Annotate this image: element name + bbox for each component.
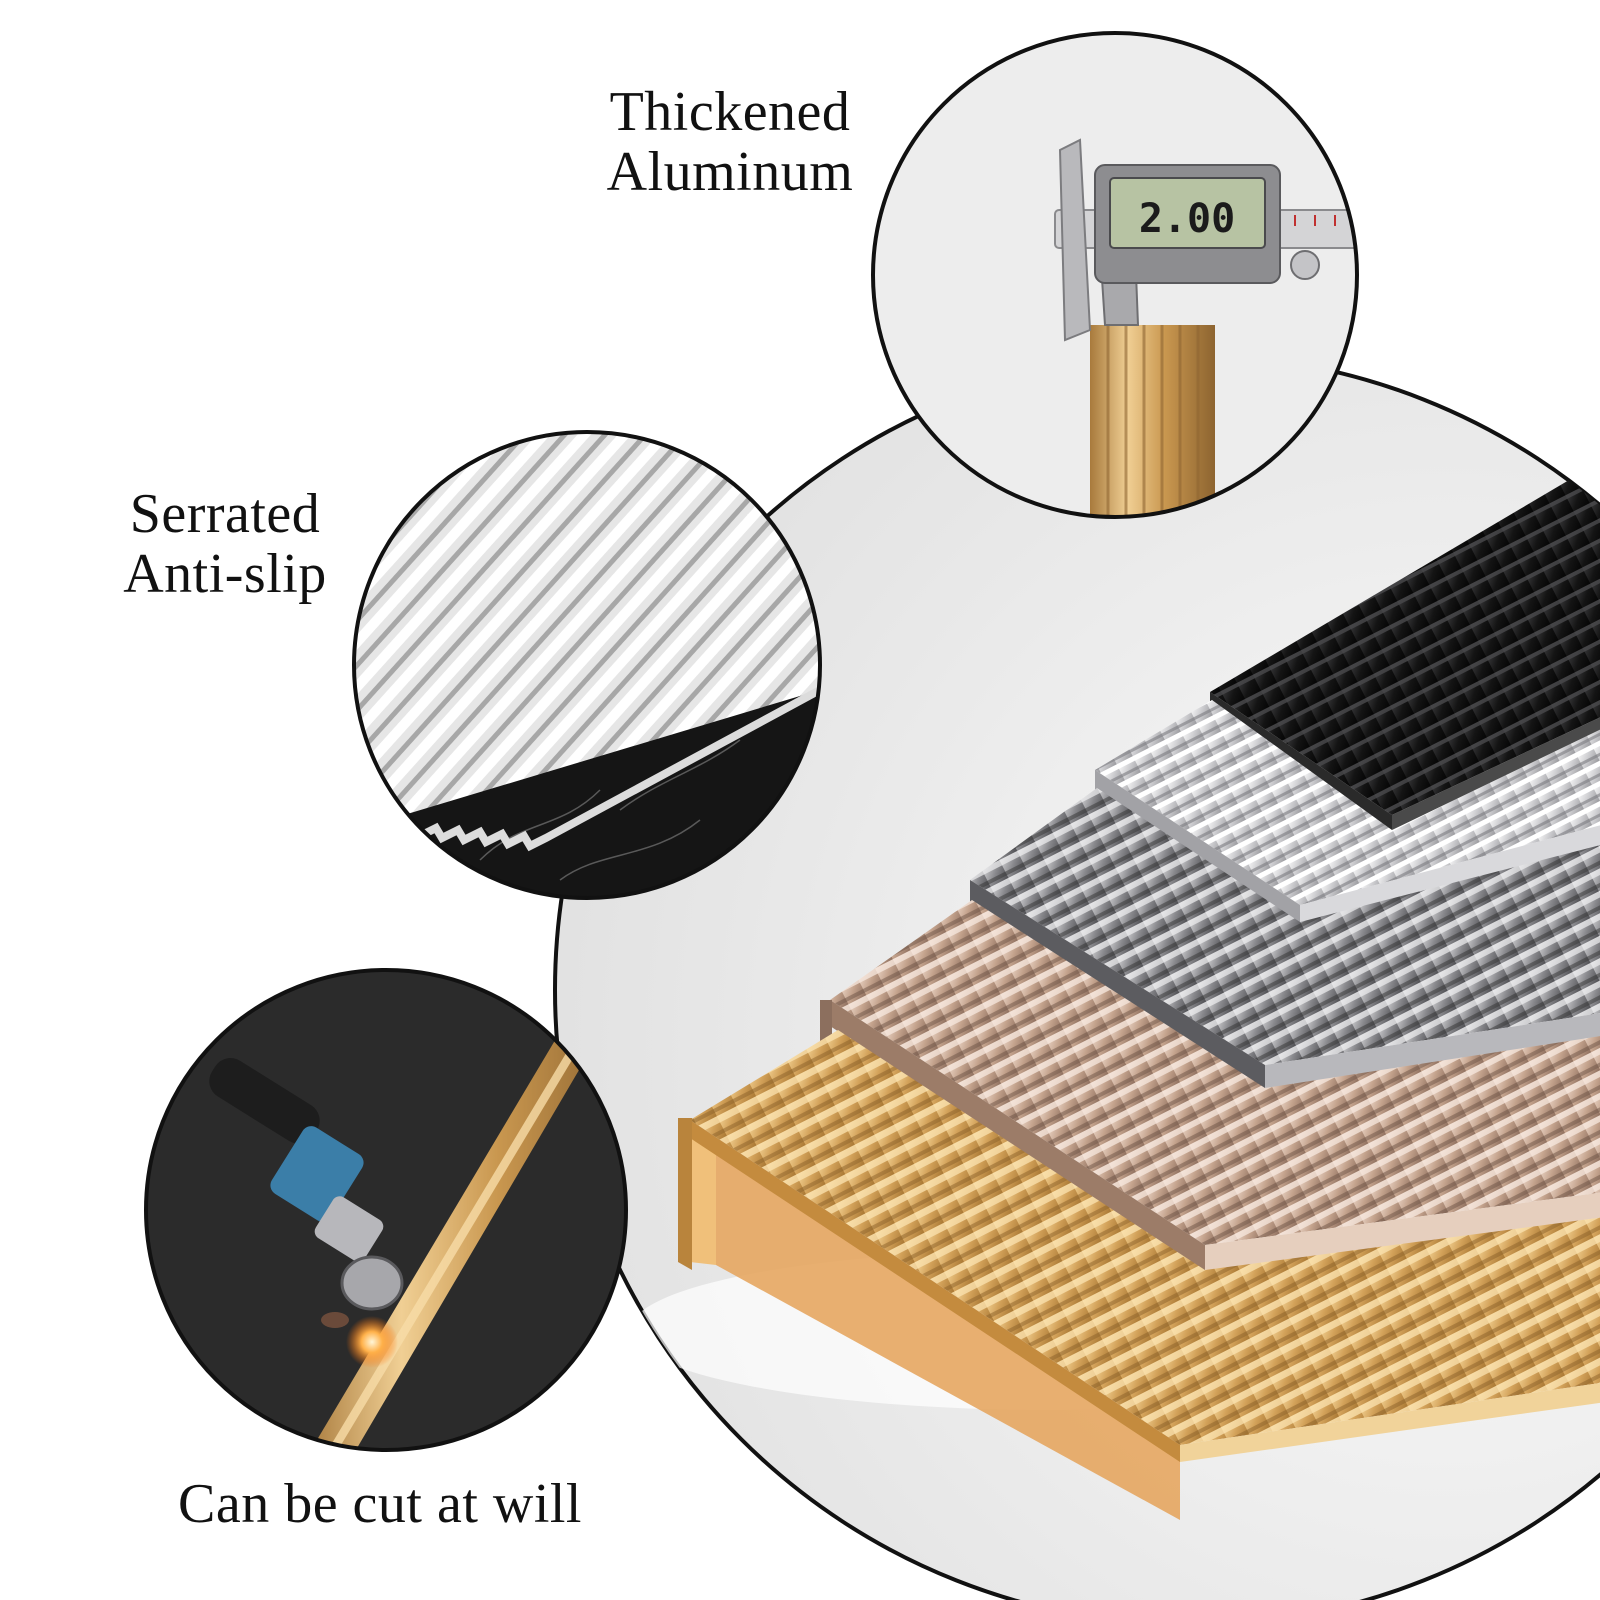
inset-thickened-aluminum: 2.00 <box>871 31 1359 519</box>
caption-serrated-anti-slip: Serrated Anti-slip <box>90 484 360 605</box>
marble-surface <box>354 690 820 898</box>
profile-silver <box>1095 700 1600 925</box>
caption-serrated-line2: Anti-slip <box>123 543 327 606</box>
caption-thickened-line1: Thickened <box>609 81 851 143</box>
angle-grinder-icon <box>209 1058 404 1328</box>
caption-thickened-line2: Aluminum <box>606 141 854 204</box>
caption-serrated-line1: Serrated <box>129 483 321 545</box>
caption-cut-label: Can be cut at will <box>177 1473 582 1535</box>
digital-caliper-icon: 2.00 <box>1054 138 1357 342</box>
caption-can-be-cut: Can be cut at will <box>150 1473 610 1535</box>
inset-serrated-anti-slip <box>352 430 822 900</box>
profile-champagne <box>820 900 1600 1272</box>
aluminum-strip <box>1090 325 1215 517</box>
profile-titanium <box>970 788 1600 1090</box>
stair-nosing-profiles <box>630 450 1600 1520</box>
inset-can-be-cut <box>144 968 628 1452</box>
profile-gold <box>678 1030 1600 1520</box>
caliper-reading: 2.00 <box>1139 196 1235 242</box>
profile-black <box>1210 450 1600 832</box>
caption-thickened-aluminum: Thickened Aluminum <box>570 82 890 203</box>
spark-glow <box>346 1316 398 1368</box>
